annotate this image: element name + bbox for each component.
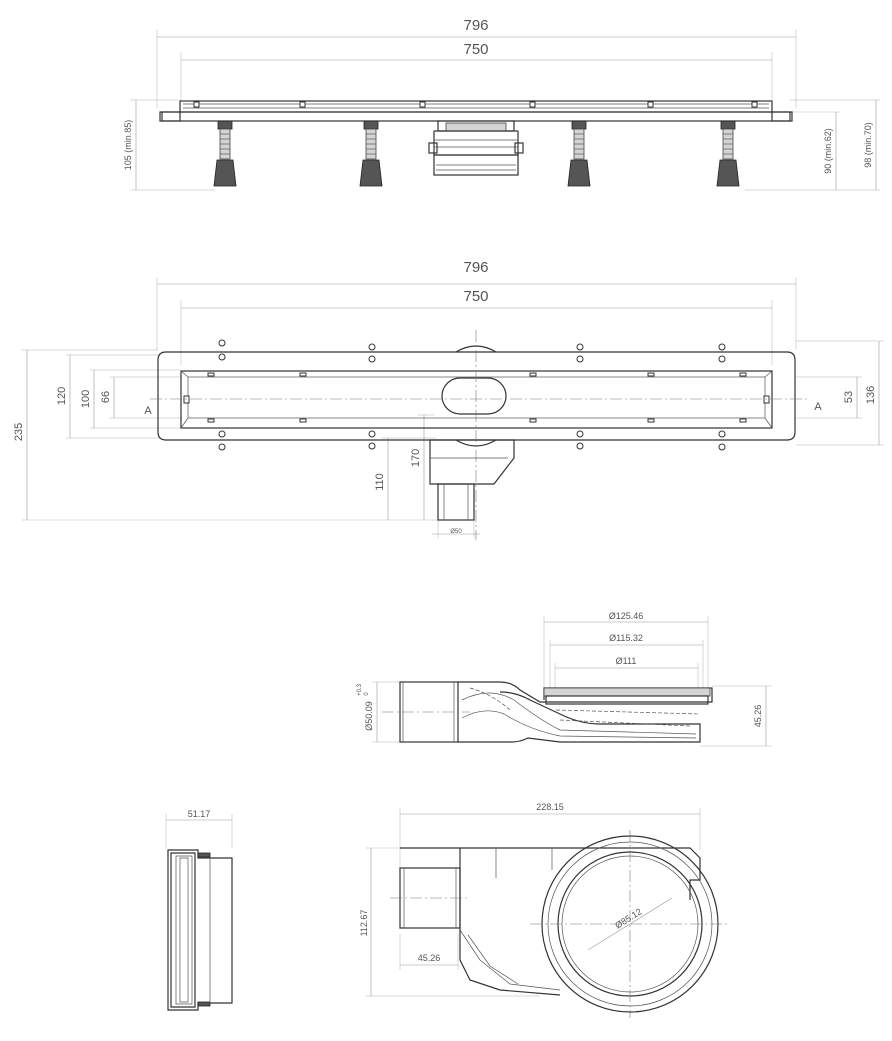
section-marker-right: A [814,401,822,413]
drain-cap [441,345,507,447]
front-view: 796 750 105 (min.85) 90 (min.62) 98 (min… [123,17,880,191]
plan-length-label: 228.15 [536,802,564,812]
trap-outlet-tol-lower: 0 [364,692,370,696]
trap-dia-mid-label: Ø115.32 [609,633,643,643]
front-trap [428,120,524,176]
plan-outlet-length-label: 45.26 [418,953,441,963]
top-grate-width-label: 66 [100,391,112,403]
trap-plan-dimension-lines [366,808,701,997]
front-overall-length-label: 796 [463,17,488,34]
front-dimension-lines [130,30,880,191]
top-outlet-length-label: 170 [410,449,422,467]
top-right-width-label: 136 [865,386,877,404]
trap-outlet-dia-label: Ø50.09 [364,701,374,731]
adjustable-foot-1 [213,120,237,187]
mounting-lugs [218,339,726,451]
channel-grate [180,370,773,429]
outlet-pipe [429,439,515,521]
trap-height-label: 45.26 [753,705,763,728]
top-outlet-offset-label: 110 [374,473,386,491]
top-overall-length-label: 796 [463,259,488,276]
plan-width-label: 112.67 [359,910,369,937]
top-view: 796 750 235 120 100 66 136 53 110 170 Ø5… [13,259,884,540]
trap-dia-inner-label: Ø111 [616,656,637,666]
front-channel-body [159,100,793,122]
front-height-left-label: 105 (min.85) [123,120,133,171]
top-total-depth-label: 235 [13,423,25,441]
trap-end-view: 51.17 [165,809,233,1011]
front-height-right-a-label: 90 (min.62) [823,128,833,174]
trap-side-view: Ø125.46 Ø115.32 Ø111 45.26 Ø50.09 +0.3 0 [357,611,772,747]
trap-outlet-tol-upper: +0.3 [357,683,363,696]
adjustable-foot-3 [567,120,591,187]
trap-dia-outer-label: Ø125.46 [609,611,644,621]
top-outlet-diameter-label: Ø50 [450,529,462,535]
channel-flange [157,351,796,441]
front-grate-length-label: 750 [463,41,488,58]
end-view-width-label: 51.17 [188,809,211,819]
trap-plan-view: 228.15 112.67 45.26 Ø85.12 [359,802,730,1018]
top-dimension-lines [22,278,884,538]
front-height-right-b-label: 98 (min.70) [863,122,873,168]
adjustable-foot-4 [716,120,740,187]
top-flange-width-label: 120 [56,387,68,405]
adjustable-foot-2 [359,120,383,187]
top-right-inner-label: 53 [843,391,855,403]
section-marker-left: A [144,405,152,417]
top-body-width-label: 100 [80,390,92,408]
top-grate-length-label: 750 [463,288,488,305]
trap-side-dimension-lines [372,616,772,747]
